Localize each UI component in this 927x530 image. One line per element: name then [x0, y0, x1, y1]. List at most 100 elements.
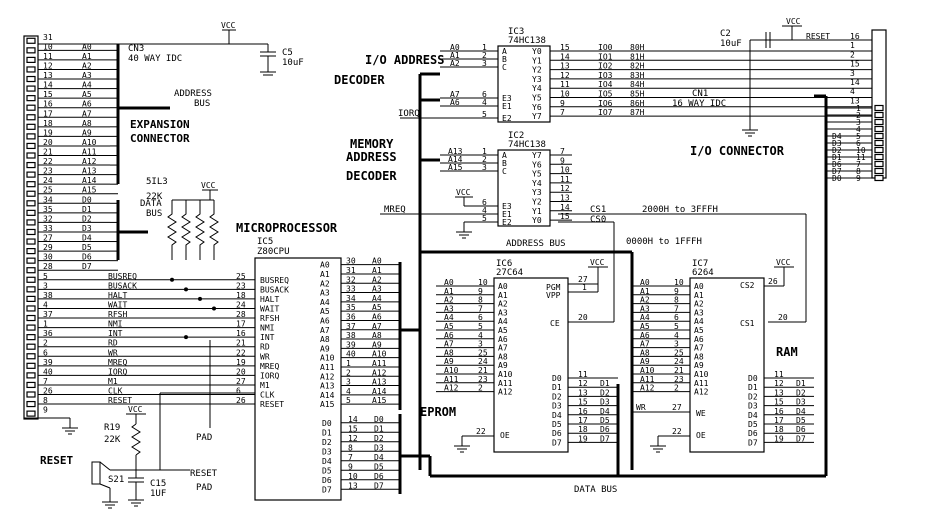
cn3-pin-cell	[26, 219, 36, 226]
mem-addr-net-label: A6	[640, 331, 650, 340]
cn3-pin-number: 36	[43, 329, 53, 338]
vcc-label-c2: VCC	[786, 17, 801, 26]
cpu-data-pin-label: D1	[322, 428, 332, 437]
junction-dot	[170, 277, 174, 282]
ic2-out-pin-number: 12	[560, 184, 570, 193]
mem-addr-pin-label: A8	[498, 352, 508, 361]
eprom-oe-pin: 22	[476, 427, 486, 436]
cpu-data-pin-label: D4	[322, 457, 332, 466]
ic2-part: 74HC138	[508, 140, 546, 150]
mem-addr-net-label: A5	[444, 322, 454, 331]
mem-data-pin-label: D6	[748, 429, 758, 438]
cn3-signal-label: D5	[82, 243, 92, 252]
vcc-label-ic7: VCC	[776, 258, 791, 267]
mem-data-pin-label: D2	[748, 392, 758, 401]
ic3-hex-label: 81H	[630, 52, 645, 61]
cn3-pin-number: 15	[43, 90, 53, 99]
cn1-signal-label: D1	[832, 153, 842, 162]
cn1-signal-label: D2	[832, 146, 842, 155]
ic3-pin-label: A	[502, 47, 507, 56]
mem-data-pin-label: D6	[552, 429, 562, 438]
eprom-vpp-label: VPP	[546, 291, 561, 300]
cn3-pin-number: 31	[43, 33, 53, 42]
mem-data-pin-number: 18	[774, 425, 784, 434]
ic5-part: Z80CPU	[257, 247, 290, 257]
ic7-label: IC7	[692, 259, 708, 269]
cn3-pin-cell	[26, 75, 36, 83]
mem-data-pin-label: D5	[748, 420, 758, 429]
mem-addr-pin-number: 24	[674, 357, 684, 366]
ic3-out-pin-label: Y7	[532, 112, 542, 121]
cpu-addr-pin-number: 5	[346, 396, 351, 405]
cn3-pin-number: 37	[43, 310, 53, 319]
data-bus-label-2: BUS	[146, 209, 162, 219]
ic2-pin-label: E1	[502, 210, 512, 219]
ram-cs2-pin: 26	[768, 277, 778, 286]
mem-addr-pin-number: 10	[674, 278, 684, 287]
cn3-pin-number: 3	[43, 281, 48, 290]
vcc-label-ic2: VCC	[456, 188, 471, 197]
mem-data-pin-label: D0	[748, 374, 758, 383]
cn1-pin-cell	[874, 174, 884, 182]
cn3-signal-label: A12	[82, 157, 97, 166]
cpu-ctrl-pin-number: 6	[236, 387, 241, 396]
cn1-pin-number: 3	[850, 69, 855, 78]
cn3-pin-cell	[26, 286, 36, 293]
cn3-pin-cell	[26, 324, 36, 331]
ic2-pin-number: 1	[482, 147, 487, 156]
cn3-pin-number: 39	[43, 358, 53, 367]
eprom-vpp-pin: 1	[582, 283, 587, 292]
cn3-pin-number: 4	[43, 300, 48, 309]
mem-data-pin-label: D1	[748, 383, 758, 392]
mem-addr-pin-label: A8	[694, 352, 704, 361]
ic7-part: 6264	[692, 268, 714, 278]
ic3-out-pin-number: 13	[560, 62, 570, 71]
cn1-pin-number: 11	[856, 153, 866, 162]
mem-addr-pin-label: A4	[694, 317, 704, 326]
cpu-ctrl-pin-number: 23	[236, 281, 246, 290]
ic3-io-label: IO0	[598, 43, 613, 52]
mem-data-pin-label: D5	[552, 420, 562, 429]
mem-addr-pin-number: 5	[674, 322, 679, 331]
cpu-addr-pin-number: 3	[346, 378, 351, 387]
cn3-pin-number: 19	[43, 128, 53, 137]
cn1-pin-number: 13	[850, 96, 860, 105]
ram-oe-pin: 22	[672, 427, 682, 436]
range-cs0: 0000H to 1FFFH	[626, 237, 702, 247]
mem-data-pin-label: D7	[552, 438, 562, 447]
r19-value: 22K	[104, 435, 121, 445]
cn3-pin-cell	[26, 267, 36, 274]
cpu-ctrl-pin-label: BUSREQ	[260, 276, 289, 285]
range-cs1: 2000H to 3FFFH	[642, 205, 718, 215]
ic3-pin-number: 6	[482, 90, 487, 99]
sil-label: 5IL3	[146, 177, 168, 187]
ic3-pin-label: C	[502, 63, 507, 72]
cn3-pin-cell	[26, 248, 36, 255]
cpu-ctrl-pin-number: 20	[236, 367, 246, 376]
reset-pad-label: RESET	[190, 469, 218, 479]
mem-addr-pin-label: A3	[498, 308, 508, 317]
cn1-label: CN1	[692, 89, 708, 99]
ic3-io-label: IO2	[598, 62, 613, 71]
ic3-out-pin-number: 14	[560, 52, 570, 61]
cn3-pin-cell	[26, 142, 36, 150]
cn3-pin-number: 38	[43, 291, 53, 300]
ic3-out-pin-label: Y4	[532, 84, 542, 93]
cn3-pin-number: 18	[43, 119, 53, 128]
cn3-signal-label: CLK	[108, 387, 123, 396]
mem-data-pin-label: D2	[552, 392, 562, 401]
cn3-pin-cell	[26, 276, 36, 283]
c2-capacitor: VCC C2 10uF	[720, 17, 872, 137]
ram-wr-label: WR	[636, 403, 646, 412]
eprom-pgm-pin: 27	[578, 275, 588, 284]
ic3-out-pin-label: Y1	[532, 56, 542, 65]
cn3-label: CN3	[128, 44, 144, 54]
junction-dot	[198, 296, 202, 301]
ic2-out-pin-label: Y5	[532, 170, 542, 179]
ic2-pin-number: 6	[482, 198, 487, 207]
expansion-label: EXPANSION	[130, 118, 190, 131]
